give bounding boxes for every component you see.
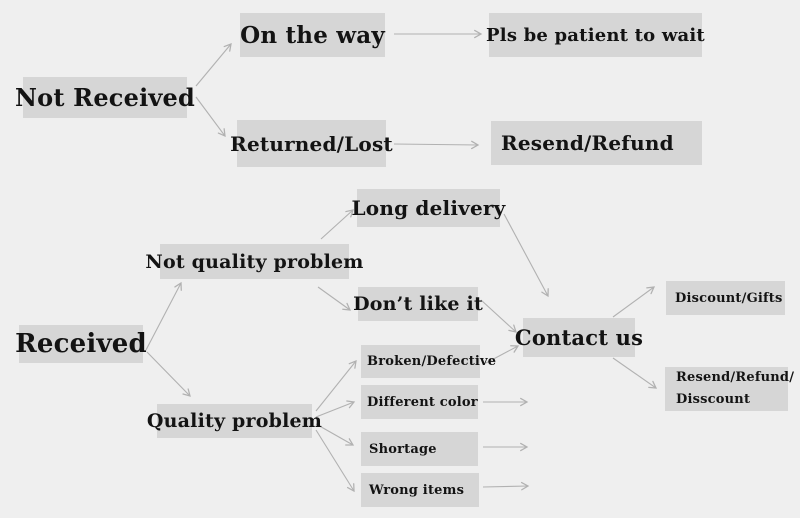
edge-quality-problem-broken-defective [315,360,357,412]
edge-dont-like-it-contact-us [480,299,517,333]
node-returned-lost: Returned/Lost [230,120,393,167]
edge-received-quality-problem [146,351,191,397]
edge-returned-lost-resend-refund [393,140,480,150]
edge-contact-us-resend-refund-disscount [612,357,658,389]
node-shortage: Shortage [361,432,478,466]
node-long-delivery: Long delivery [352,189,505,227]
edge-long-delivery-contact-us [503,213,549,298]
edge-broken-defective-contact-us [485,345,520,364]
node-broken-defective: Broken/Defective [361,345,496,378]
edge-not-quality-problem-long-delivery [320,209,354,240]
edge-wrong-items-contact-us [482,481,530,491]
edge-quality-problem-wrong-items [315,429,355,493]
edge-contact-us-discount-gifts [612,286,656,318]
edge-not-received-on-the-way [195,43,232,87]
node-line-1: Resend/Refund/ [676,370,795,385]
node-wrong-items: Wrong items [361,473,479,507]
node-discount-gifts: Discount/Gifts [666,281,785,315]
node-resend-refund-disscount: Resend/Refund/ Disscount [665,367,794,411]
node-not-quality-problem: Not quality problem [145,244,363,279]
node-dont-like-it: Don’t like it [353,287,483,321]
edge-received-not-quality-problem [145,281,182,351]
node-different-color: Different color [361,385,478,419]
node-contact-us: Contact us [515,318,643,357]
edge-quality-problem-different-color [315,400,356,418]
node-pls-be-patient: Pls be patient to wait [486,13,705,57]
edge-not-quality-problem-dont-like-it [317,286,352,311]
node-received: Received [15,325,147,363]
node-on-the-way: On the way [240,13,385,57]
node-not-received: Not Received [15,77,195,118]
edge-quality-problem-shortage [315,423,355,446]
node-resend-refund: Resend/Refund [491,121,702,165]
node-quality-problem: Quality problem [147,404,322,438]
node-line-2: Disscount [676,392,751,407]
edge-not-received-returned-lost [195,96,226,138]
